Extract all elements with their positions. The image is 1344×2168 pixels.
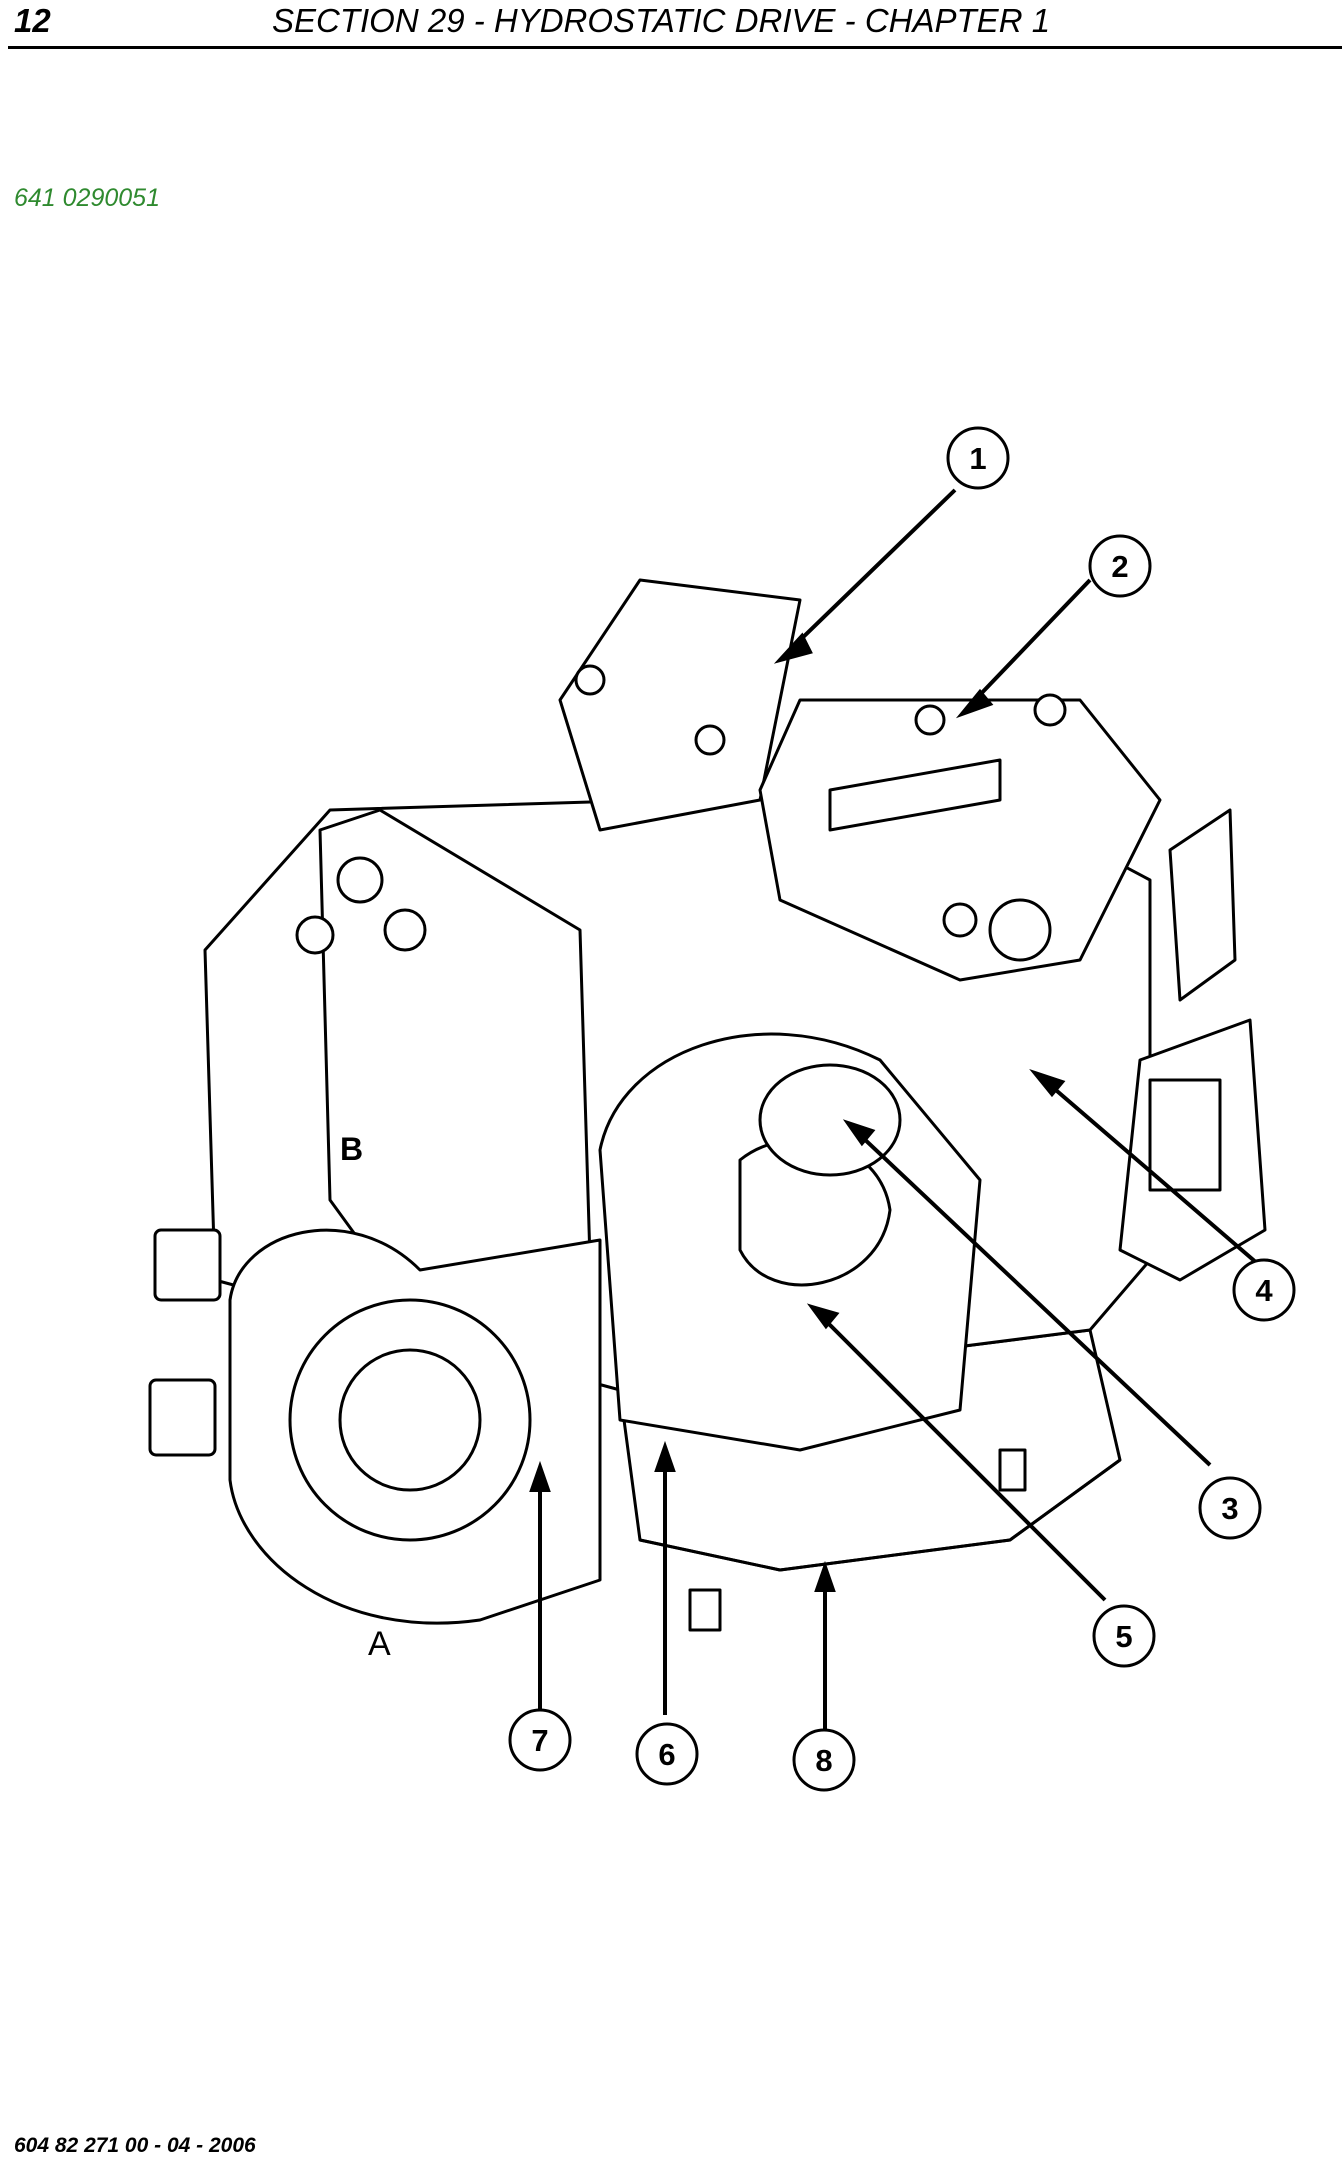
svg-text:3: 3 [1221,1491,1238,1526]
header-rule [8,46,1342,49]
callout-3: 3 [1198,1476,1262,1540]
housing-letter-a: A [368,1625,391,1663]
callouts: 1 2 4 3 5 7 6 8 [508,426,1296,1792]
callout-6: 6 [635,1722,699,1786]
leader-arrows [529,488,1267,1735]
callout-7: 7 [508,1708,572,1772]
document-code: 604 82 271 00 - 04 - 2006 [14,2134,256,2157]
page-number: 12 [14,2,51,39]
callout-4: 4 [1232,1258,1296,1322]
figure-reference: 641 0290051 [14,184,160,212]
callout-8: 8 [792,1728,856,1792]
callout-5: 5 [1092,1604,1156,1668]
hydrostatic-unit-drawing [148,578,1267,1632]
page-header: 12 SECTION 29 - HYDROSTATIC DRIVE - CHAP… [0,0,1344,52]
svg-text:6: 6 [658,1737,675,1772]
callout-2: 2 [1088,534,1152,598]
svg-text:7: 7 [531,1723,548,1758]
svg-text:2: 2 [1111,549,1128,584]
section-title: SECTION 29 - HYDROSTATIC DRIVE - CHAPTER… [272,2,1051,39]
svg-text:4: 4 [1255,1273,1273,1308]
svg-text:5: 5 [1115,1619,1132,1654]
svg-text:1: 1 [969,441,986,476]
svg-text:8: 8 [815,1743,832,1778]
housing-letter-b: B [340,1131,363,1167]
callout-1: 1 [946,426,1010,490]
